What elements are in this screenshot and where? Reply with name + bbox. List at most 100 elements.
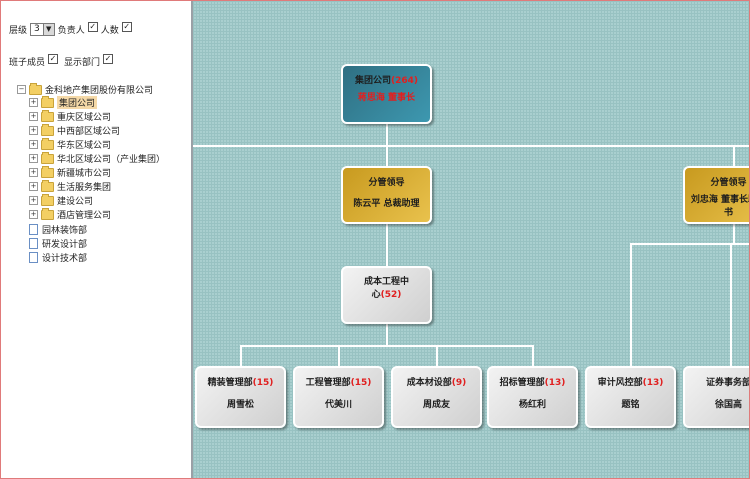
org-node-count: (52) — [380, 290, 402, 300]
tree-item[interactable]: + 建设公司 — [29, 193, 94, 207]
expand-icon[interactable]: + — [29, 98, 38, 107]
tree-item[interactable]: + 生活服务集团 — [29, 179, 112, 193]
document-icon — [29, 224, 38, 235]
tree-item-label: 华东区域公司 — [57, 141, 112, 151]
org-node-name: 成本材设部 — [406, 378, 452, 388]
tree-root[interactable]: − 金科地产集团股份有限公司 — [17, 82, 154, 96]
org-node-division[interactable]: 分管领导 刘忠海 董事长助理 书 — [683, 166, 749, 224]
connector-line — [240, 345, 242, 367]
tree-item-label: 酒店管理公司 — [57, 211, 112, 221]
tree-doc-label: 设计技术部 — [42, 254, 88, 264]
show-dept-checkbox[interactable]: ✓ — [103, 53, 114, 64]
org-node-division[interactable]: 分管领导 陈云平 总裁助理 — [341, 166, 432, 224]
tree-item-label: 中西部区域公司 — [57, 127, 121, 137]
folder-icon — [41, 193, 54, 206]
tree-item[interactable]: +重庆区域公司 — [29, 109, 111, 123]
tree-doc-item[interactable]: 园林装饰部 — [29, 223, 87, 236]
tree-item[interactable]: + 酒店管理公司 — [29, 207, 112, 221]
headcount-checkbox[interactable]: ✓ — [121, 21, 132, 32]
org-node-dept[interactable]: 精装管理部(15) 周雪松 — [195, 366, 286, 428]
connector-line — [733, 145, 735, 167]
org-node-title: 审计风控部(13) — [587, 375, 674, 388]
level-select[interactable]: 3 ▼ — [30, 23, 55, 36]
connector-line — [436, 345, 438, 367]
connector-line — [733, 223, 735, 245]
tree-doc-item[interactable]: 设计技术部 — [29, 251, 87, 264]
tree-doc-label: 园林装饰部 — [42, 226, 88, 236]
org-node-leader: 蒋思海 董事长 — [357, 93, 416, 103]
org-node-title: 证券事务部 — [685, 375, 749, 388]
org-node-name: 招标管理部 — [499, 378, 545, 388]
tree-item[interactable]: + 中西部区域公司 — [29, 123, 121, 137]
org-node-group[interactable]: 集团公司(264) 蒋思海 董事长 — [341, 64, 432, 124]
connector-line — [386, 123, 388, 147]
owner-checkbox[interactable]: ✓ — [87, 21, 98, 32]
org-node-dept[interactable]: 审计风控部(13) 题铭 — [585, 366, 676, 428]
expand-icon[interactable]: + — [29, 126, 38, 135]
org-node-dept[interactable]: 招标管理部(13) 杨红利 — [487, 366, 578, 428]
expand-icon[interactable]: + — [29, 154, 38, 163]
tree-item-label: 生活服务集团 — [57, 183, 112, 193]
connector-line — [386, 145, 388, 167]
display-controls: 班子成员 ✓ 显示部门 ✓ — [9, 53, 114, 68]
expand-icon[interactable]: + — [29, 210, 38, 219]
expand-icon[interactable]: + — [29, 140, 38, 149]
connector-line — [730, 243, 732, 367]
owner-label: 负责人 — [57, 26, 85, 36]
tree-item[interactable]: + 新疆城市公司 — [29, 165, 112, 179]
org-node-title: 集团公司(264) — [343, 73, 430, 86]
panel-divider[interactable] — [191, 1, 193, 478]
org-node-dept[interactable]: 成本材设部(9) 周成友 — [391, 366, 482, 428]
connector-line — [386, 223, 388, 267]
org-node-leader-line2: 书 — [723, 208, 733, 218]
org-node-dept[interactable]: 工程管理部(15) 代美川 — [293, 366, 384, 428]
connector-line — [630, 243, 749, 245]
org-node-count: (13) — [642, 378, 664, 388]
tree-item[interactable]: +集团公司 — [29, 95, 98, 109]
org-node-leader: 周雪松 — [226, 400, 254, 410]
org-node-count: (264) — [391, 76, 419, 86]
expand-icon[interactable]: + — [29, 196, 38, 205]
org-node-name: 分管领导 — [710, 178, 747, 188]
folder-icon — [41, 123, 54, 136]
org-node-name-line2: 心 — [371, 290, 381, 300]
connector-line — [240, 345, 534, 347]
org-node-count: (13) — [544, 378, 566, 388]
org-node-title-line2: 心(52) — [343, 287, 430, 300]
org-node-center[interactable]: 成本工程中 心(52) — [341, 266, 432, 324]
org-node-name: 集团公司 — [354, 76, 391, 86]
document-icon — [29, 238, 38, 249]
org-node-title: 成本材设部(9) — [393, 375, 480, 388]
org-node-name: 证券事务部 — [705, 378, 749, 388]
tree-doc-item[interactable]: 研发设计部 — [29, 237, 87, 250]
tree-item-label: 建设公司 — [57, 197, 94, 207]
tree-item[interactable]: + 华东区域公司 — [29, 137, 112, 151]
expand-icon[interactable]: + — [29, 182, 38, 191]
folder-icon — [41, 109, 54, 122]
members-checkbox[interactable]: ✓ — [48, 53, 59, 64]
org-node-leader: 代美川 — [324, 400, 352, 410]
org-node-title: 工程管理部(15) — [295, 375, 382, 388]
connector-line — [630, 243, 632, 367]
org-node-count: (15) — [350, 378, 372, 388]
collapse-icon[interactable]: − — [17, 85, 26, 94]
left-panel: 层级 3 ▼ 负责人 ✓ 人数 ✓ 班子成员 ✓ 显示部门 ✓ − 金科地产集团… — [1, 1, 191, 478]
org-node-count: (15) — [252, 378, 274, 388]
org-node-dept[interactable]: 证券事务部 徐国高 — [683, 366, 749, 428]
folder-icon — [41, 151, 54, 164]
tree-item[interactable]: +华北区域公司（产业集团） — [29, 151, 165, 165]
org-node-name: 工程管理部 — [305, 378, 351, 388]
connector-line — [532, 345, 534, 367]
org-node-leader: 徐国高 — [714, 400, 742, 410]
tree-root-label: 金科地产集团股份有限公司 — [45, 86, 154, 96]
expand-icon[interactable]: + — [29, 168, 38, 177]
tree-item-label: 新疆城市公司 — [57, 169, 112, 179]
org-node-name: 精装管理部 — [207, 378, 253, 388]
expand-icon[interactable]: + — [29, 112, 38, 121]
org-node-leader: 杨红利 — [518, 400, 546, 410]
connector-line — [193, 145, 749, 147]
org-node-name: 分管领导 — [368, 178, 405, 188]
members-label: 班子成员 — [9, 58, 46, 68]
org-node-count: (9) — [451, 378, 467, 388]
level-label: 层级 — [9, 26, 28, 36]
